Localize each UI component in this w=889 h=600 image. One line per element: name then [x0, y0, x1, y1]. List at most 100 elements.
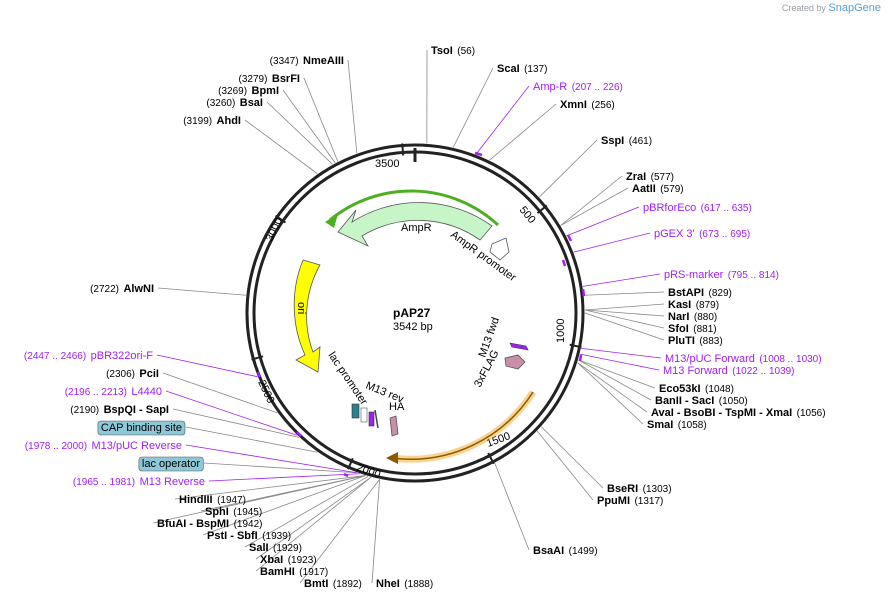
- enzyme-site-label[interactable]: TsoI (56): [431, 41, 475, 58]
- tick-label: 2500: [255, 378, 276, 405]
- site-name: XbaI: [260, 554, 283, 566]
- enzyme-site-label[interactable]: BanII - SacI (1050): [655, 391, 748, 408]
- tick-label: 3000: [264, 216, 285, 243]
- enzyme-site-label[interactable]: XmnI (256): [560, 95, 615, 112]
- enzyme-site-label[interactable]: AvaI - BsoBI - TspMI - XmaI (1056): [651, 403, 826, 420]
- leader-line: [156, 354, 258, 378]
- enzyme-site-label[interactable]: (2306) PciI: [106, 364, 159, 381]
- site-name: SalI: [249, 542, 269, 554]
- enzyme-site-label[interactable]: (3279) BsrFI: [239, 69, 300, 86]
- enzyme-site-label[interactable]: XbaI (1923): [260, 550, 317, 567]
- primer-label[interactable]: pGEX 3' (673 .. 695): [654, 224, 750, 241]
- site-name: SphI: [205, 506, 229, 518]
- enzyme-site-label[interactable]: NarI (880): [668, 307, 717, 324]
- enzyme-site-label[interactable]: AatII (579): [632, 179, 684, 196]
- enzyme-site-label[interactable]: (3199) AhdI: [183, 111, 241, 128]
- enzyme-site-label[interactable]: SfoI (881): [668, 319, 717, 336]
- site-name: M13/pUC Forward: [665, 353, 755, 365]
- enzyme-site-label[interactable]: SspI (461): [601, 131, 652, 148]
- tick-mark: [536, 204, 548, 214]
- site-position: (3279): [239, 74, 268, 85]
- site-position: (461): [629, 136, 652, 147]
- tick-mark: [569, 343, 582, 349]
- enzyme-site-label[interactable]: BsaAI (1499): [533, 541, 598, 558]
- enzyme-site-label[interactable]: ScaI (137): [497, 59, 547, 76]
- site-name: M13 Reverse: [140, 476, 205, 488]
- leader-line: [282, 89, 336, 164]
- site-position: (3199): [183, 116, 212, 127]
- primer-markers: [256, 151, 586, 478]
- primer-label[interactable]: pRS-marker (795 .. 814): [664, 265, 779, 282]
- site-name: pBRforEco: [643, 202, 696, 214]
- leader-line: [573, 232, 651, 253]
- primer-label[interactable]: (1978 .. 2000) M13/pUC Reverse: [25, 436, 182, 453]
- enzyme-site-label[interactable]: ZraI (577): [626, 167, 674, 184]
- site-name: NheI: [376, 578, 400, 590]
- enzyme-site-label[interactable]: SphI (1945): [205, 502, 262, 519]
- m13-rev-arrow: [368, 411, 375, 427]
- site-position: (1317): [634, 496, 663, 507]
- leader-line: [208, 473, 360, 482]
- site-position: (881): [693, 324, 716, 335]
- m13-fwd-arrow: [509, 342, 529, 351]
- primer-label[interactable]: M13/pUC Forward (1008 .. 1030): [665, 349, 822, 366]
- enzyme-site-label[interactable]: NheI (1888): [376, 574, 433, 591]
- primer-label[interactable]: pBRforEco (617 .. 635): [643, 198, 752, 215]
- leader-line: [165, 390, 298, 436]
- enzyme-site-label[interactable]: Eco53kI (1048): [659, 379, 734, 396]
- enzyme-site-label[interactable]: BamHI (1917): [260, 562, 328, 579]
- leader-line: [584, 312, 665, 341]
- enzyme-site-label[interactable]: BseRI (1303): [607, 479, 672, 496]
- feature-box-label[interactable]: CAP binding site: [101, 422, 182, 434]
- primer-label[interactable]: Amp-R (207 .. 226): [533, 77, 623, 94]
- site-position: (829): [709, 288, 732, 299]
- leader-line: [577, 362, 648, 413]
- site-name: AhdI: [217, 115, 241, 127]
- site-position: (1888): [404, 579, 433, 590]
- site-name: BspQI - SapI: [104, 404, 169, 416]
- enzyme-site-label[interactable]: (3260) BsaI: [206, 93, 263, 110]
- primer-label[interactable]: (1965 .. 1981) M13 Reverse: [73, 472, 205, 489]
- site-name: L4440: [131, 386, 162, 398]
- enzyme-site-label[interactable]: KasI (879): [668, 295, 719, 312]
- enzyme-site-label[interactable]: (2190) BspQI - SapI: [70, 400, 169, 417]
- feature-box-label[interactable]: lac operator: [142, 458, 200, 470]
- ori-label: ori: [295, 302, 307, 314]
- enzyme-site-label[interactable]: SmaI (1058): [647, 415, 707, 432]
- enzyme-site-label[interactable]: PstI - SbfI (1939): [207, 526, 291, 543]
- enzyme-site-label[interactable]: (3269) BpmI: [218, 81, 279, 98]
- tick-label: 500: [517, 204, 538, 226]
- leader-line: [560, 187, 629, 226]
- enzyme-site-label[interactable]: (3347) NmeAIII: [270, 51, 344, 68]
- site-name: XmnI: [560, 99, 587, 111]
- leader-line: [185, 444, 357, 474]
- site-name: M13 Forward: [663, 365, 728, 377]
- ampr-selection-arrowhead: [325, 214, 338, 228]
- leader-line: [584, 291, 665, 296]
- enzyme-site-label[interactable]: (2722) AlwNI: [90, 279, 154, 296]
- site-name: HindIII: [179, 494, 213, 506]
- site-position: (577): [651, 172, 674, 183]
- enzyme-site-label[interactable]: BmtI (1892): [304, 574, 362, 591]
- enzyme-site-label[interactable]: PluTI (883): [668, 331, 723, 348]
- primer-label[interactable]: (2447 .. 2466) pBR322ori-F: [24, 346, 153, 363]
- ha-label: HA: [389, 401, 405, 413]
- enzyme-site-label[interactable]: BstAPI (829): [668, 283, 732, 300]
- mcs-mark: [374, 409, 379, 429]
- primer-label[interactable]: M13 Forward (1022 .. 1039): [663, 361, 795, 378]
- leader-lines: [152, 49, 665, 584]
- leader-line: [582, 273, 661, 287]
- enzyme-site-label[interactable]: SalI (1929): [249, 538, 302, 555]
- site-position: (1965 .. 1981): [73, 477, 135, 488]
- enzyme-site-label[interactable]: PpuMI (1317): [597, 491, 663, 508]
- plasmid-size: 3542 bp: [393, 321, 433, 333]
- site-position: (879): [696, 300, 719, 311]
- site-position: (880): [694, 312, 717, 323]
- primer-label[interactable]: (2196 .. 2213) L4440: [65, 382, 162, 399]
- enzyme-site-label[interactable]: BfuAI - BspMI (1942): [157, 514, 262, 531]
- leader-line: [584, 309, 665, 329]
- enzyme-site-label[interactable]: HindIII (1947): [179, 490, 246, 507]
- site-name: AatII: [632, 183, 656, 195]
- site-position: (1945): [233, 507, 262, 518]
- site-position: (1923): [288, 555, 317, 566]
